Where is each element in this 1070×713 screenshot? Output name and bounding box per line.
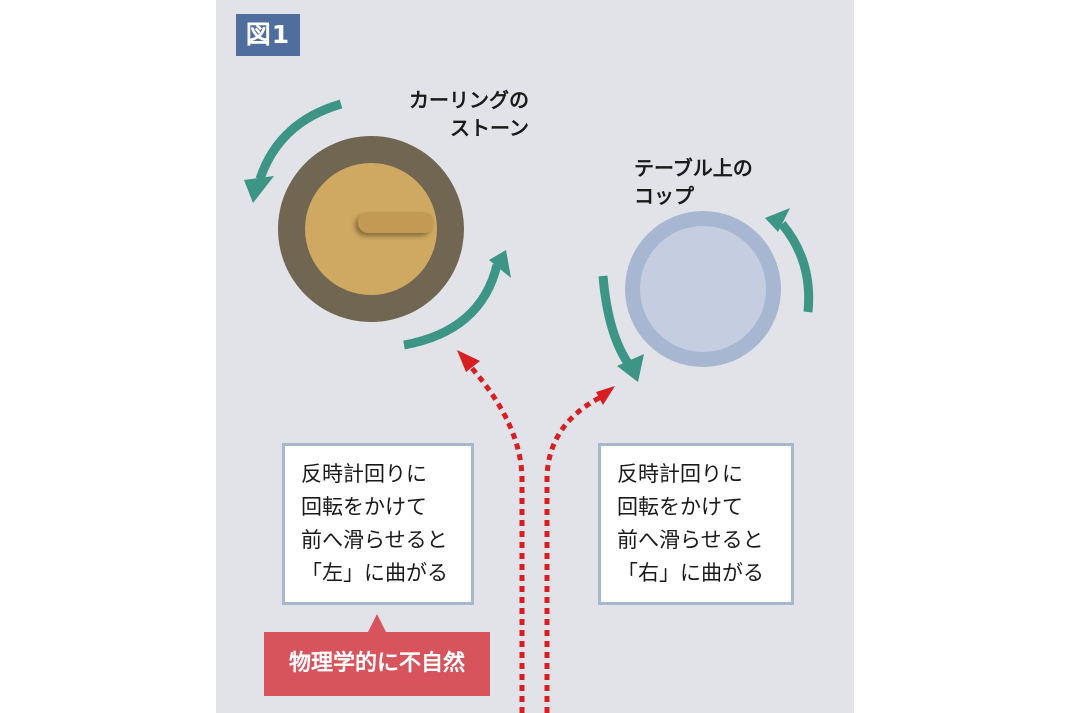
left-box-line-4: 「左」に曲がる	[301, 561, 448, 585]
right-box-line-4: 「右」に曲がる	[617, 561, 764, 585]
stone-label-line-1: カーリングの	[409, 88, 529, 112]
stone-explanation-box: 反時計回りに 回転をかけて 前へ滑らせると 「左」に曲がる	[282, 443, 474, 605]
cup-label-line-2: コップ	[634, 184, 694, 208]
figure-number-badge: 図1	[236, 14, 300, 56]
table-cup	[625, 211, 781, 367]
stone-bottom-rotation-arrow	[403, 263, 502, 350]
cup-right-rotation-arrow	[778, 221, 814, 313]
left-box-line-2: 回転をかけて	[301, 495, 427, 519]
cup-trajectory-arrowhead	[596, 386, 615, 405]
stone-top-rotation-arrow	[255, 99, 343, 181]
right-box-line-2: 回転をかけて	[617, 495, 743, 519]
cup-left-rotation-arrow	[598, 275, 634, 369]
stone-trajectory-arrowhead	[457, 350, 480, 372]
cup-label-line-1: テーブル上の	[634, 156, 753, 180]
unnatural-warning-badge: 物理学的に不自然	[264, 632, 490, 696]
left-box-line-1: 反時計回りに	[301, 462, 427, 486]
table-cup-label: テーブル上の コップ	[634, 154, 753, 210]
warning-pointer	[368, 614, 386, 632]
curling-stone	[278, 136, 464, 322]
diagram-drawing	[244, 99, 814, 713]
figure-panel: 図1 カーリングの ストーン テーブル上の コップ 反時計回りに 回転をかけて …	[216, 0, 854, 713]
cup-inside	[640, 226, 766, 352]
stone-handle	[358, 212, 434, 233]
cup-rotation-arrows	[598, 221, 814, 369]
stone-trajectory	[468, 364, 525, 713]
stone-bottom-arrowhead	[489, 250, 511, 278]
stone-label-line-2: ストーン	[450, 116, 529, 140]
cup-right-arrowhead	[765, 208, 790, 232]
right-box-line-1: 反時計回りに	[617, 462, 743, 486]
trajectory-paths	[468, 364, 603, 713]
cup-trajectory	[544, 394, 603, 713]
cup-left-arrowhead	[617, 354, 644, 382]
right-box-line-3: 前へ滑らせると	[617, 528, 764, 552]
curling-stone-label: カーリングの ストーン	[396, 86, 529, 142]
left-box-line-3: 前へ滑らせると	[301, 528, 448, 552]
stone-rotation-arrows	[255, 99, 502, 350]
cup-explanation-box: 反時計回りに 回転をかけて 前へ滑らせると 「右」に曲がる	[598, 443, 794, 605]
stone-top-arrowhead	[244, 176, 274, 203]
